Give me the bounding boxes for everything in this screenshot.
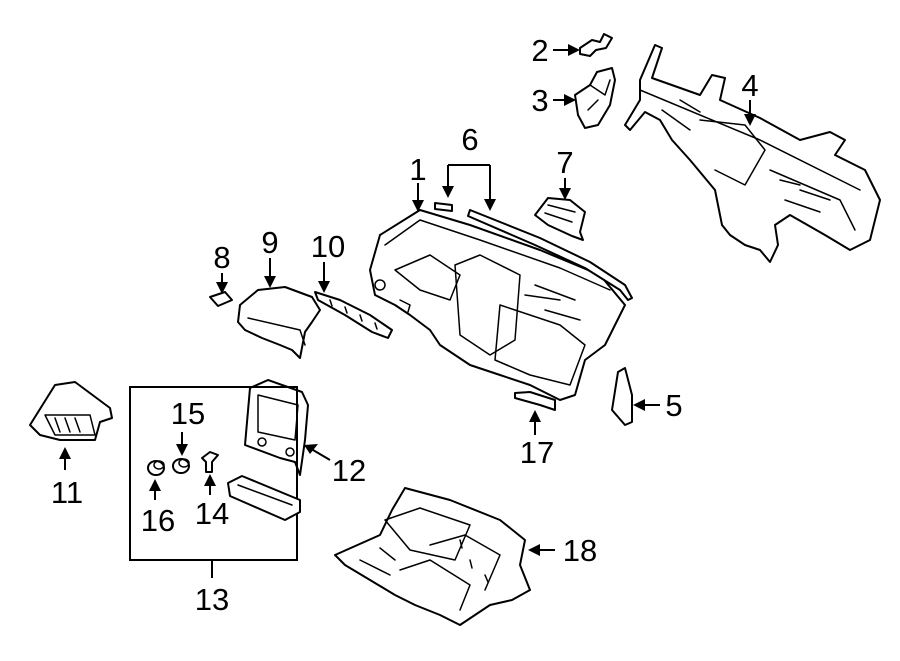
callout-10: 10 xyxy=(311,229,345,264)
part-10-trim-strip xyxy=(314,291,393,339)
callout-7: 7 xyxy=(556,145,573,180)
part-12-center-bezel xyxy=(244,379,309,476)
callout-12: 12 xyxy=(332,453,366,488)
callout-13: 13 xyxy=(195,582,229,617)
part-3-bracket xyxy=(574,67,616,129)
callout-labels: 1 2 3 4 5 6 7 8 9 10 11 12 13 14 15 16 1… xyxy=(51,33,759,617)
callout-17: 17 xyxy=(520,435,554,470)
callout-16: 16 xyxy=(141,503,175,538)
callout-2: 2 xyxy=(531,33,548,68)
callout-14: 14 xyxy=(195,496,229,531)
callout-3: 3 xyxy=(531,83,548,118)
callout-9: 9 xyxy=(261,225,278,260)
part-9-cluster-bezel xyxy=(237,286,321,359)
callout-4: 4 xyxy=(741,68,758,103)
part-4-support-beam xyxy=(624,44,881,263)
part-14-screw xyxy=(201,451,219,473)
callout-11: 11 xyxy=(51,475,83,510)
callout-15: 15 xyxy=(171,396,205,431)
part-11-air-vent xyxy=(29,381,113,441)
callout-18: 18 xyxy=(563,533,597,568)
part-2-bracket xyxy=(579,33,613,57)
part-13-kit-box xyxy=(129,386,301,561)
callout-1: 1 xyxy=(409,152,426,187)
callout-8: 8 xyxy=(213,240,230,275)
part-16-knob xyxy=(147,460,165,476)
part-5-end-cap xyxy=(611,367,633,426)
part-17-trim xyxy=(514,391,556,411)
leader-lines xyxy=(59,44,756,578)
callout-5: 5 xyxy=(665,388,682,423)
callout-6: 6 xyxy=(461,122,478,157)
part-1-instrument-panel xyxy=(369,209,626,401)
part-18-floor-insulator xyxy=(334,487,531,626)
part-8-clip xyxy=(209,291,233,307)
part-15-knob xyxy=(172,458,190,474)
part-7-grille xyxy=(534,197,586,241)
part-6-strips xyxy=(434,202,633,301)
